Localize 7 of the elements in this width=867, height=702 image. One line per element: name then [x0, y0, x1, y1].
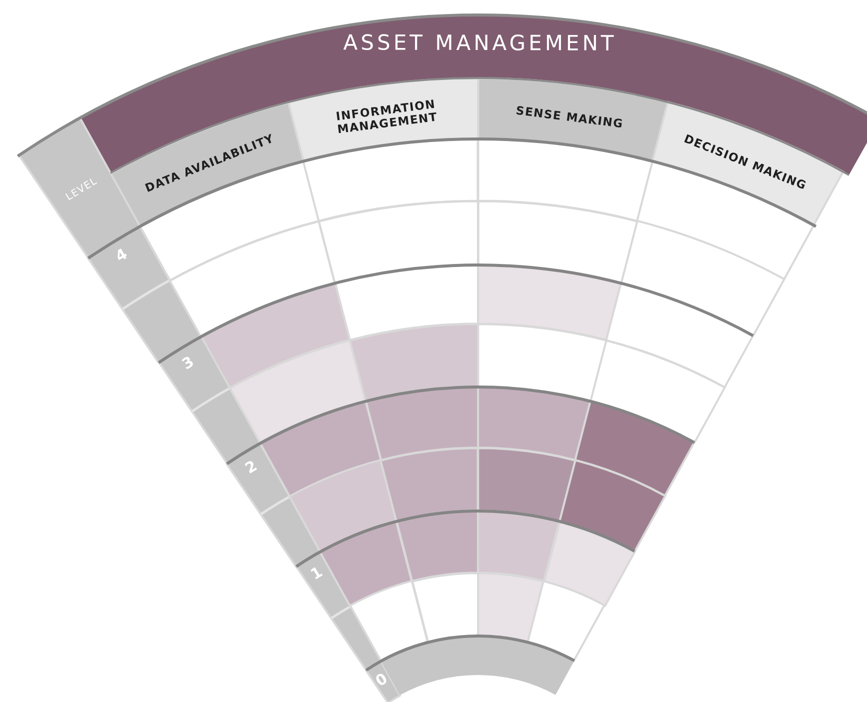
level-number: 3 [179, 353, 198, 374]
level-number: 1 [308, 562, 326, 584]
column-header-label: SENSE MAKING [515, 104, 624, 130]
band-title: ASSET MANAGEMENT [343, 30, 617, 56]
level-number: 4 [113, 246, 132, 266]
level-number: 0 [372, 669, 392, 690]
level-number: 2 [242, 457, 262, 478]
